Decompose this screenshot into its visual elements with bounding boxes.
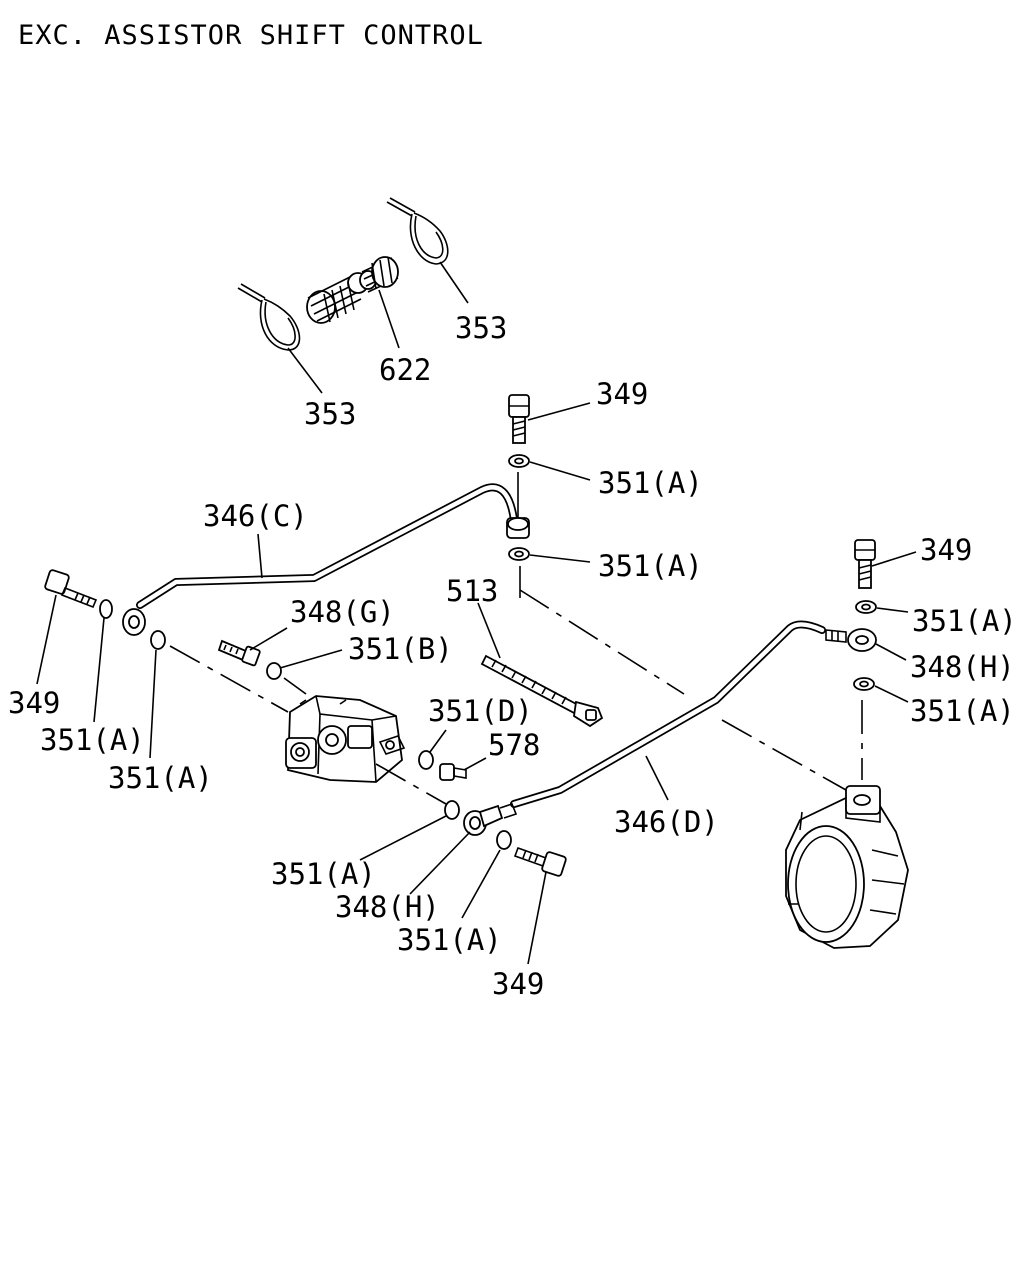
pipe-346C: [136, 483, 518, 609]
washer-351A-left1: [99, 599, 113, 619]
leader-622: [378, 289, 400, 349]
banjo-fitting-348H-bottom: [463, 803, 518, 836]
callout-351A-left2: 351(A): [108, 761, 213, 795]
banjo-fitting-348H-right: [825, 628, 877, 652]
callout-351A-right1: 351(A): [912, 604, 1017, 638]
callout-353-left: 353: [304, 397, 356, 431]
diagram-title: EXC. ASSISTOR SHIFT CONTROL: [18, 20, 484, 51]
cable-tie-513: [480, 654, 604, 728]
assistor-valve-body: [285, 695, 406, 783]
callout-349-bottom: 349: [492, 967, 544, 1001]
callout-346C: 346(C): [203, 499, 308, 533]
screw-578: [439, 763, 467, 781]
washer-351A-left2: [150, 630, 166, 650]
cable-tie-top: [386, 197, 449, 265]
leader-349-right: [871, 551, 917, 567]
callout-351A-bot2: 351(A): [397, 923, 502, 957]
callout-578: 578: [488, 728, 540, 762]
callout-351A-left1: 351(A): [40, 723, 145, 757]
bolt-349-bottom: [513, 846, 567, 877]
callout-346D: 346(D): [614, 805, 719, 839]
bolt-349-top: [508, 394, 530, 444]
leader-349-left: [36, 594, 57, 685]
leader-348G: [249, 627, 288, 651]
leader-346C: [257, 533, 263, 579]
washer-351A-bot2: [496, 830, 512, 850]
washer-351A-bot1: [444, 800, 460, 820]
fitting-348G: [217, 639, 261, 667]
banjo-fitting-top: [506, 517, 530, 539]
bolt-349-left: [44, 569, 98, 609]
callout-348G: 348(G): [290, 595, 395, 629]
bolt-349-right: [854, 539, 876, 589]
callout-353-top: 353: [455, 311, 507, 345]
clutch-booster-housing: [785, 785, 909, 949]
leader-346D: [645, 755, 669, 801]
callout-351A-right2: 351(A): [910, 694, 1015, 728]
callout-348H-bot: 348(H): [335, 890, 440, 924]
bellows-boot: [306, 256, 399, 324]
leader-349-top: [527, 402, 591, 421]
callout-349-top: 349: [596, 377, 648, 411]
pipe-346D: [510, 620, 826, 808]
washer-351B: [266, 662, 282, 680]
callout-513: 513: [446, 574, 498, 608]
callout-351B: 351(B): [348, 632, 453, 666]
leader-513: [477, 602, 501, 659]
leader-353-left: [287, 347, 323, 394]
cable-tie-left: [237, 283, 301, 351]
callout-351A-top1: 351(A): [598, 466, 703, 500]
callout-348H-right: 348(H): [910, 650, 1015, 684]
callout-349-right: 349: [920, 533, 972, 567]
callout-351A-top2: 351(A): [598, 549, 703, 583]
callout-349-left: 349: [8, 686, 60, 720]
washer-351D: [418, 750, 434, 770]
callout-351D: 351(D): [428, 694, 533, 728]
callout-622: 622: [379, 353, 431, 387]
leader-353-top: [439, 261, 469, 304]
callout-351A-bot1: 351(A): [271, 857, 376, 891]
